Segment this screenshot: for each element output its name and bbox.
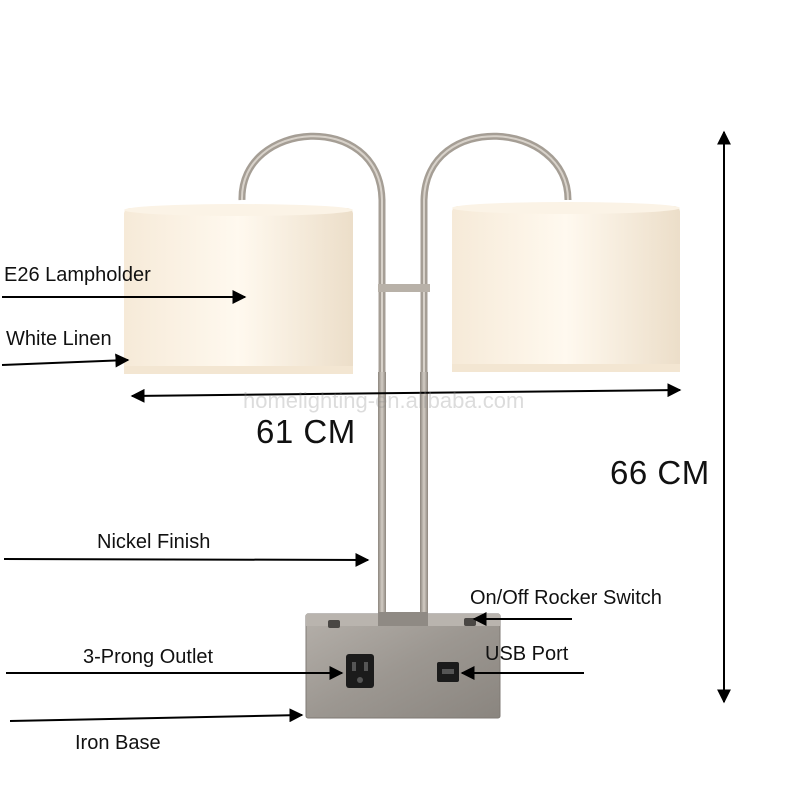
label-finish: Nickel Finish	[97, 531, 211, 553]
label-switch: On/Off Rocker Switch	[470, 587, 662, 609]
label-lampholder: E26 Lampholder	[4, 264, 151, 286]
label-base: Iron Base	[75, 732, 161, 754]
label-outlet: 3-Prong Outlet	[83, 646, 214, 668]
width-dimension: 61 CM	[256, 413, 356, 450]
iron-base	[305, 612, 501, 719]
left-shade	[124, 204, 353, 374]
label-usb: USB Port	[485, 643, 569, 665]
pole-connector	[378, 284, 430, 292]
watermark: homelighting-en.alibaba.com	[243, 388, 525, 413]
height-dimension: 66 CM	[610, 454, 710, 491]
label-shade: White Linen	[6, 328, 112, 350]
right-shade	[452, 202, 680, 372]
